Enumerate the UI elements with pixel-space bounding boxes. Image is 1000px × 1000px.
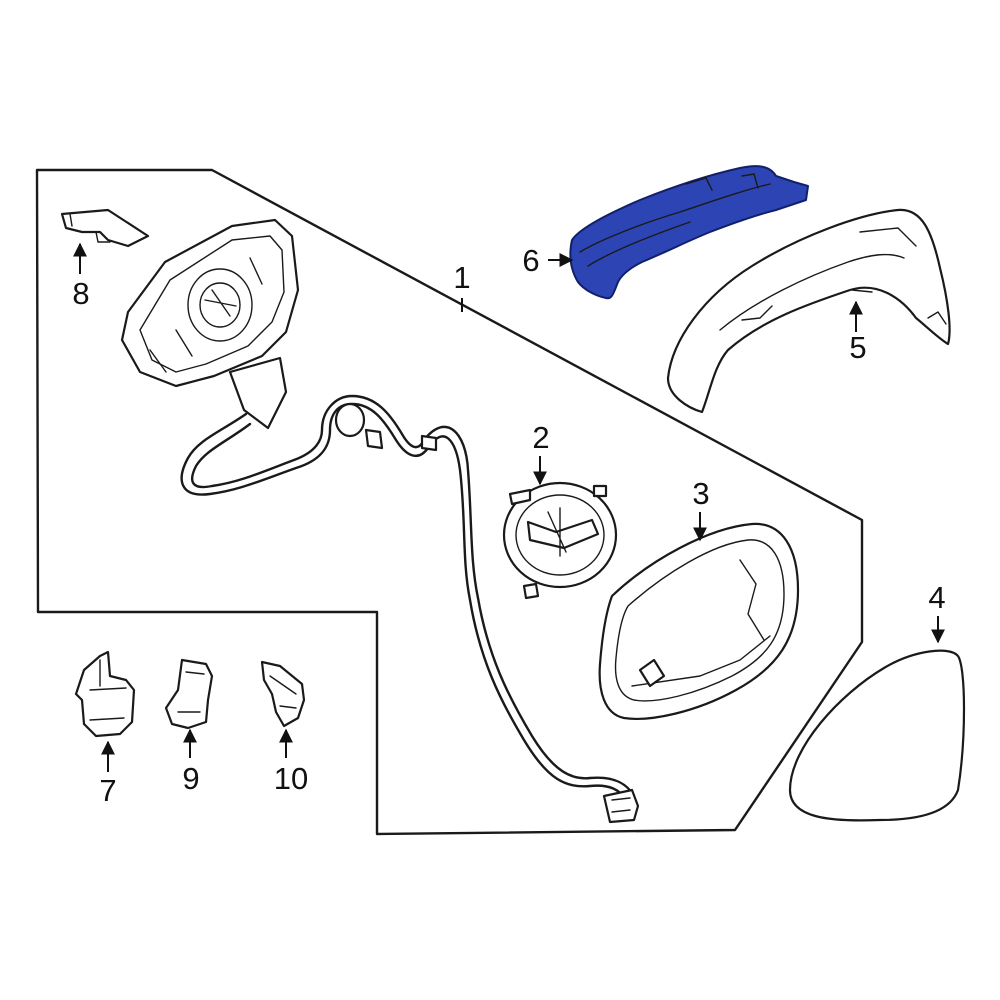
housing-frame-part-3[interactable] — [598, 522, 800, 720]
clip-part-10[interactable] — [260, 660, 306, 728]
label-part-7: 7 — [99, 773, 116, 808]
label-part-5: 5 — [849, 330, 866, 365]
bracket-part-8[interactable] — [60, 208, 150, 248]
wiring-harness[interactable] — [180, 394, 640, 824]
mirror-motor-part-2[interactable] — [502, 481, 618, 600]
clip-part-9[interactable] — [164, 658, 214, 730]
mirror-cover-part-5[interactable] — [666, 208, 951, 414]
label-part-8: 8 — [72, 276, 89, 311]
leader-lines — [73, 242, 945, 772]
label-part-6: 6 — [522, 243, 539, 278]
turn-signal-lamp-part-6[interactable] — [569, 165, 809, 300]
mirror-base-housing[interactable] — [120, 218, 300, 430]
clip-part-7[interactable] — [74, 650, 136, 738]
assembly-boundary — [35, 168, 864, 836]
label-part-10: 10 — [274, 761, 308, 796]
label-part-9: 9 — [182, 761, 199, 796]
label-part-1: 1 — [453, 260, 470, 295]
label-part-2: 2 — [532, 420, 549, 455]
lamp-body — [569, 165, 809, 300]
label-part-3: 3 — [692, 476, 709, 511]
part-labels: 1 2 3 4 5 6 7 8 9 10 — [72, 243, 945, 808]
label-part-4: 4 — [928, 580, 945, 615]
mirror-glass-part-4[interactable] — [788, 649, 966, 822]
